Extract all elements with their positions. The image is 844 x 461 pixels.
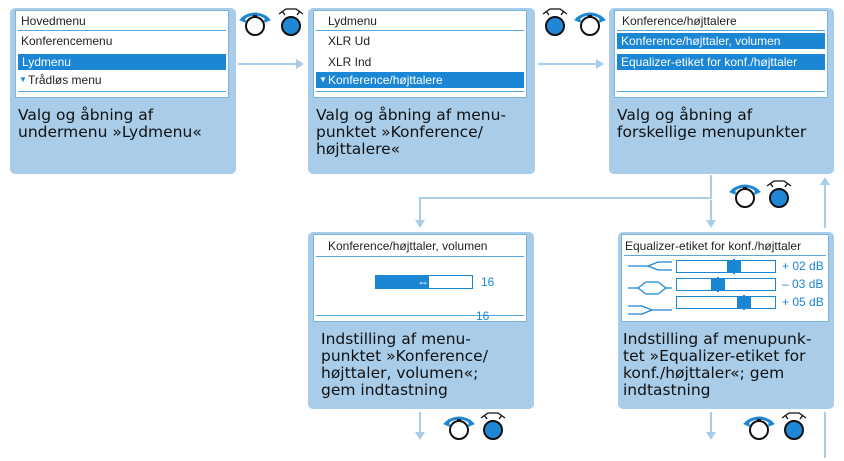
slider-center-line bbox=[743, 295, 745, 310]
press-knob-icon bbox=[278, 8, 304, 36]
eq-value-bass: + 02 dB bbox=[782, 259, 824, 273]
divider bbox=[316, 91, 524, 92]
arrow-up-icon bbox=[820, 177, 830, 228]
divider bbox=[617, 91, 825, 92]
arrow-down-icon bbox=[706, 200, 716, 228]
panel-main-menu: Hovedmenu Konferencemenu Lydmenu ▼ Trådl… bbox=[10, 8, 236, 174]
press-knob-icon bbox=[781, 412, 807, 440]
press-knob-icon bbox=[480, 412, 506, 440]
panel-audio-menu: Lydmenu XLR Ud XLR Ind ▼ Konference/højt… bbox=[308, 8, 535, 174]
eq-slider-mid[interactable] bbox=[676, 277, 776, 292]
volume-bar[interactable]: ⇔ bbox=[375, 275, 473, 289]
adjust-arrows-icon: ⇔ bbox=[417, 275, 429, 289]
display-conference-speakers: Konference/højttalere Konference/højttal… bbox=[614, 10, 828, 98]
panel-volume: Konference/højttaler, volumen ⇔ 16 16 In… bbox=[308, 232, 534, 409]
eq-slider-treble[interactable] bbox=[676, 295, 776, 310]
eq-value-mid: – 03 dB bbox=[782, 277, 824, 291]
caption: Valg og åbning af forskellige menupunkte… bbox=[617, 106, 807, 141]
press-knob-icon bbox=[542, 8, 568, 36]
caption: Valg og åbning af menu- punktet »Konfere… bbox=[316, 106, 507, 158]
mid-band-icon bbox=[628, 281, 672, 295]
display-volume: Konference/højttaler, volumen ⇔ 16 16 bbox=[313, 234, 527, 323]
treble-band-icon bbox=[628, 305, 672, 315]
menu-item-wireless[interactable]: Trådløs menu bbox=[28, 73, 102, 87]
display-main-menu: Hovedmenu Konferencemenu Lydmenu ▼ Trådl… bbox=[15, 10, 229, 98]
menu-item-xlr-out[interactable]: XLR Ud bbox=[328, 34, 371, 48]
menu-item-conference-speakers-selected[interactable]: ▼ Konference/højttalere bbox=[316, 72, 524, 88]
volume-footer-value: 16 bbox=[476, 309, 490, 323]
menu-item-volume-selected[interactable]: Konference/højttaler, volumen bbox=[617, 33, 825, 49]
eq-value-treble: + 05 dB bbox=[782, 295, 824, 309]
arrow-right-icon bbox=[238, 59, 304, 69]
arrow-down-icon bbox=[415, 412, 425, 440]
scroll-indicator-icon: ▼ bbox=[19, 75, 27, 84]
divider bbox=[316, 315, 524, 316]
volume-value: 16 bbox=[481, 275, 495, 289]
divider bbox=[18, 30, 226, 31]
bass-band-icon bbox=[628, 261, 672, 271]
divider bbox=[624, 255, 826, 256]
scroll-indicator-icon: ▼ bbox=[319, 75, 327, 84]
caption: Indstilling af menupunk- tet »Equalizer-… bbox=[623, 330, 812, 399]
eq-band-symbols bbox=[628, 261, 672, 315]
divider bbox=[617, 30, 825, 31]
menu-item-xlr-in[interactable]: XLR Ind bbox=[328, 55, 372, 69]
menu-title: Lydmenu bbox=[328, 14, 377, 28]
menu-item-audio-selected[interactable]: Lydmenu bbox=[18, 54, 226, 70]
rotate-knob-icon bbox=[741, 416, 777, 441]
display-equalizer: Equalizer-etiket for konf./højttaler + 0… bbox=[621, 234, 829, 322]
volume-bar-fill bbox=[376, 276, 429, 288]
arrow-right-icon bbox=[538, 59, 604, 69]
press-knob-icon bbox=[766, 180, 792, 208]
caption: Indstilling af menu- punktet »Konference… bbox=[321, 330, 488, 399]
menu-title: Konference/højttaler, volumen bbox=[328, 239, 488, 253]
menu-item-label: Konference/højttalere bbox=[328, 73, 443, 87]
slider-center-line bbox=[717, 277, 719, 292]
panel-equalizer: Equalizer-etiket for konf./højttaler + 0… bbox=[618, 232, 834, 409]
rotate-knob-icon bbox=[237, 12, 273, 37]
menu-title: Hovedmenu bbox=[21, 14, 86, 28]
rotate-knob-icon bbox=[727, 184, 763, 209]
rotate-knob-icon bbox=[572, 12, 608, 37]
divider bbox=[18, 91, 226, 92]
panel-conference-speakers: Konference/højttalere Konference/højttal… bbox=[609, 8, 834, 174]
caption: Valg og åbning af undermenu »Lydmenu« bbox=[18, 106, 202, 141]
menu-title: Konference/højttalere bbox=[622, 14, 737, 28]
rotate-knob-icon bbox=[441, 416, 477, 441]
arrow-down-icon bbox=[415, 175, 712, 228]
arrow-down-icon bbox=[706, 412, 716, 440]
divider bbox=[316, 30, 524, 31]
display-audio-menu: Lydmenu XLR Ud XLR Ind ▼ Konference/højt… bbox=[313, 10, 527, 98]
menu-item-equalizer-selected[interactable]: Equalizer-etiket for konf./højttaler bbox=[617, 54, 825, 70]
divider bbox=[316, 256, 524, 257]
eq-slider-bass[interactable] bbox=[676, 259, 776, 274]
menu-item-conference[interactable]: Konferencemenu bbox=[21, 34, 113, 48]
menu-title: Equalizer-etiket for konf./højttaler bbox=[625, 239, 802, 253]
slider-center-line bbox=[733, 259, 735, 274]
